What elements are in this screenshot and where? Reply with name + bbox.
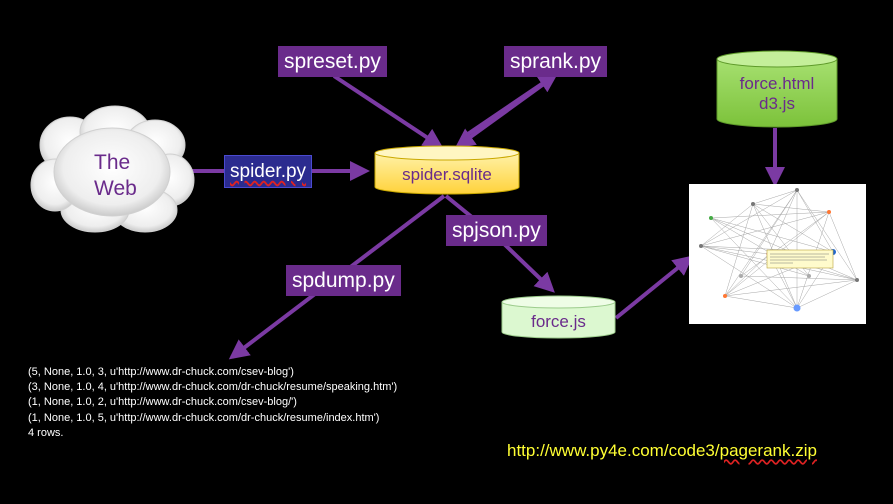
cloud-icon [30, 105, 195, 233]
force-js-label: force.js [531, 312, 586, 331]
arrow-forcejs-to-graph [614, 255, 694, 320]
dump-line: (5, None, 1.0, 3, u'http://www.dr-chuck.… [28, 366, 294, 378]
spider-sqlite-label: spider.sqlite [402, 165, 492, 184]
database-icon [501, 295, 616, 339]
spdump-label: spdump.py [286, 265, 401, 296]
spjson-label: spjson.py [446, 215, 547, 246]
arrow-sprank-from-db [460, 72, 559, 140]
sprank-label: sprank.py [504, 46, 608, 77]
cloud-label-line1: The [94, 151, 131, 174]
database-icon [374, 145, 520, 195]
arrow-sprank-to-db [454, 76, 554, 149]
arrow-spreset-to-db [332, 74, 444, 149]
graph-thumbnail [699, 188, 859, 312]
pagerank-url[interactable]: http://www.py4e.com/code3/pagerank.zip [507, 441, 817, 461]
spdump-output: (5, None, 1.0, 3, u'http://www.dr-chuck.… [28, 365, 397, 441]
dump-line: (1, None, 1.0, 2, u'http://www.dr-chuck.… [28, 396, 297, 409]
database-icon [716, 50, 838, 128]
spreset-label: spreset.py [278, 46, 387, 77]
d3-js-label: d3.js [759, 94, 795, 113]
url-file: pagerank.zip [719, 441, 817, 460]
cloud-label-line2: Web [94, 177, 137, 200]
force-js-db: force.js [501, 295, 616, 339]
force-html-label: force.html [739, 74, 815, 93]
force-graph-panel [689, 184, 866, 324]
the-web-cloud: The Web [30, 100, 195, 235]
dump-line: (1, None, 1.0, 5, u'http://www.dr-chuck.… [28, 411, 380, 424]
force-html-db: force.html d3.js [716, 50, 838, 128]
spider-sqlite-db: spider.sqlite [374, 145, 520, 195]
url-prefix: http://www.py4e.com/code3/ [507, 441, 720, 460]
spider-label-text: spider.py [230, 161, 307, 182]
dump-row-count: 4 rows. [28, 426, 64, 439]
dump-line: (3, None, 1.0, 4, u'http://www.dr-chuck.… [28, 381, 398, 394]
spider-label: spider.py [224, 155, 313, 188]
